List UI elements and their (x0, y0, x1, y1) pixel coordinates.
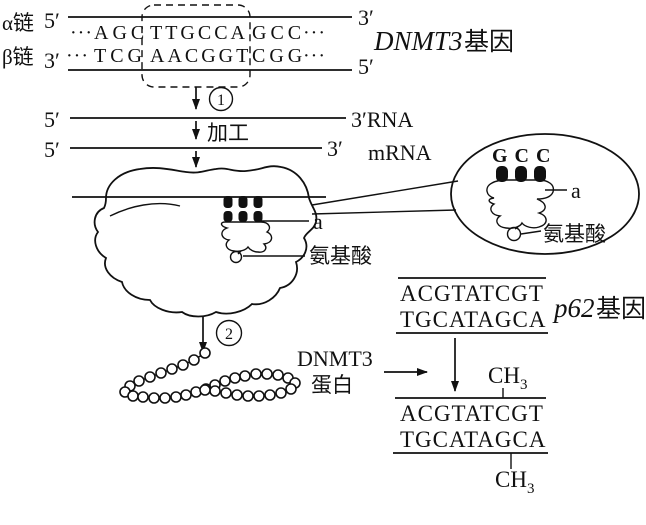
step-2-number: 2 (225, 326, 233, 343)
callout-site-a-label: a (571, 178, 581, 203)
alpha-ellipsis-right: ··· (303, 22, 326, 44)
dnmt3-gene-name: DNMT3 (373, 26, 463, 56)
dnmt3-protein-name: DNMT3 (297, 346, 373, 371)
p62-methylated-block: ACGTATCGT TGCATAGCA CH3 (393, 397, 548, 497)
callout-tail-top (311, 180, 459, 206)
methyl-group-top: CH3 (488, 363, 527, 393)
methyl-group-bottom: CH3 (495, 467, 534, 497)
callout-tail-bottom (311, 209, 457, 215)
callout-amino-acid-label: 氨基酸 (543, 222, 606, 246)
beta-seq-pre: TCG (94, 45, 146, 67)
rna-3prime-label: 3′RNA (351, 107, 413, 132)
beta-seq-boxed: AACGGT (150, 45, 251, 67)
beta-5prime-label: 5′ (358, 54, 374, 79)
ribosome-outline (93, 165, 318, 318)
mrna-5prime-label: 5′ (44, 137, 60, 162)
dnmt3-protein-suffix: 蛋白 (311, 373, 353, 397)
codon-ticks (223, 196, 263, 208)
alpha-seq-boxed: TTGCCA (150, 22, 248, 44)
alpha-5prime-label: 5′ (44, 8, 60, 33)
beta-strand-label: β链 (2, 45, 34, 69)
p62-unmethylated-block: ACGTATCGT TGCATAGCA p62 基因 (396, 277, 646, 334)
alpha-seq-post: GCC (252, 22, 305, 44)
mrna-name-label: mRNA (368, 140, 432, 165)
callout-amino-line (520, 230, 542, 235)
amino-acid-label: 氨基酸 (309, 244, 372, 268)
methylation-section: CH3 (451, 338, 527, 398)
p62-bottom-strand: TGCATAGCA (400, 307, 546, 332)
p62-gene-suffix: 基因 (596, 295, 646, 323)
beta-ellipsis-left: ··· (66, 45, 89, 67)
p62-top-strand: ACGTATCGT (400, 281, 544, 306)
beta-ellipsis-right: ··· (303, 45, 326, 67)
p62-gene-name: p62 (552, 293, 595, 323)
trna-large (486, 179, 555, 229)
anticodon-ticks-large (496, 166, 546, 182)
protein-section: 2 DNMT3 蛋白 (119, 317, 428, 404)
site-a-label: a (313, 209, 323, 234)
alpha-seq-pre: AGC (94, 22, 148, 44)
beta-seq-post: CGG (252, 45, 306, 67)
processing-label: 加工 (207, 121, 249, 145)
p62m-bottom-strand: TGCATAGCA (400, 427, 546, 452)
ribosome-fold-line (109, 202, 181, 217)
beta-3prime-label: 3′ (44, 48, 60, 73)
amino-acid-circle-small (229, 250, 243, 264)
translation-section: a 氨基酸 (72, 165, 459, 318)
anticodon-ticks-small (223, 211, 263, 222)
dnmt3-gene-suffix: 基因 (464, 28, 514, 56)
amino-acid-circle-large (506, 226, 522, 242)
alpha-ellipsis-left: ··· (70, 22, 93, 44)
dna-section: α链 5′ 3′ ··· AGC TTGCCA GCC ··· ··· TCG … (2, 4, 514, 88)
rna-5prime-label: 5′ (44, 107, 60, 132)
mrna-3prime-label: 3′ (327, 136, 343, 161)
step-1-badge (208, 86, 234, 112)
step-2-badge (215, 319, 243, 347)
protein-chain (119, 347, 301, 404)
callout-oval-section: GCC a 氨基酸 (450, 133, 640, 255)
anticodon-letters: GCC (492, 145, 557, 167)
alpha-strand-label: α链 (2, 11, 34, 35)
step-1-number: 1 (217, 92, 225, 109)
transcription-section: 1 5′ 3′RNA 加工 5′ 3′ mRNA (44, 86, 432, 168)
alpha-3prime-label: 3′ (358, 5, 374, 30)
callout-oval (450, 133, 640, 255)
trna-small (220, 221, 273, 253)
p62m-top-strand: ACGTATCGT (400, 401, 544, 426)
